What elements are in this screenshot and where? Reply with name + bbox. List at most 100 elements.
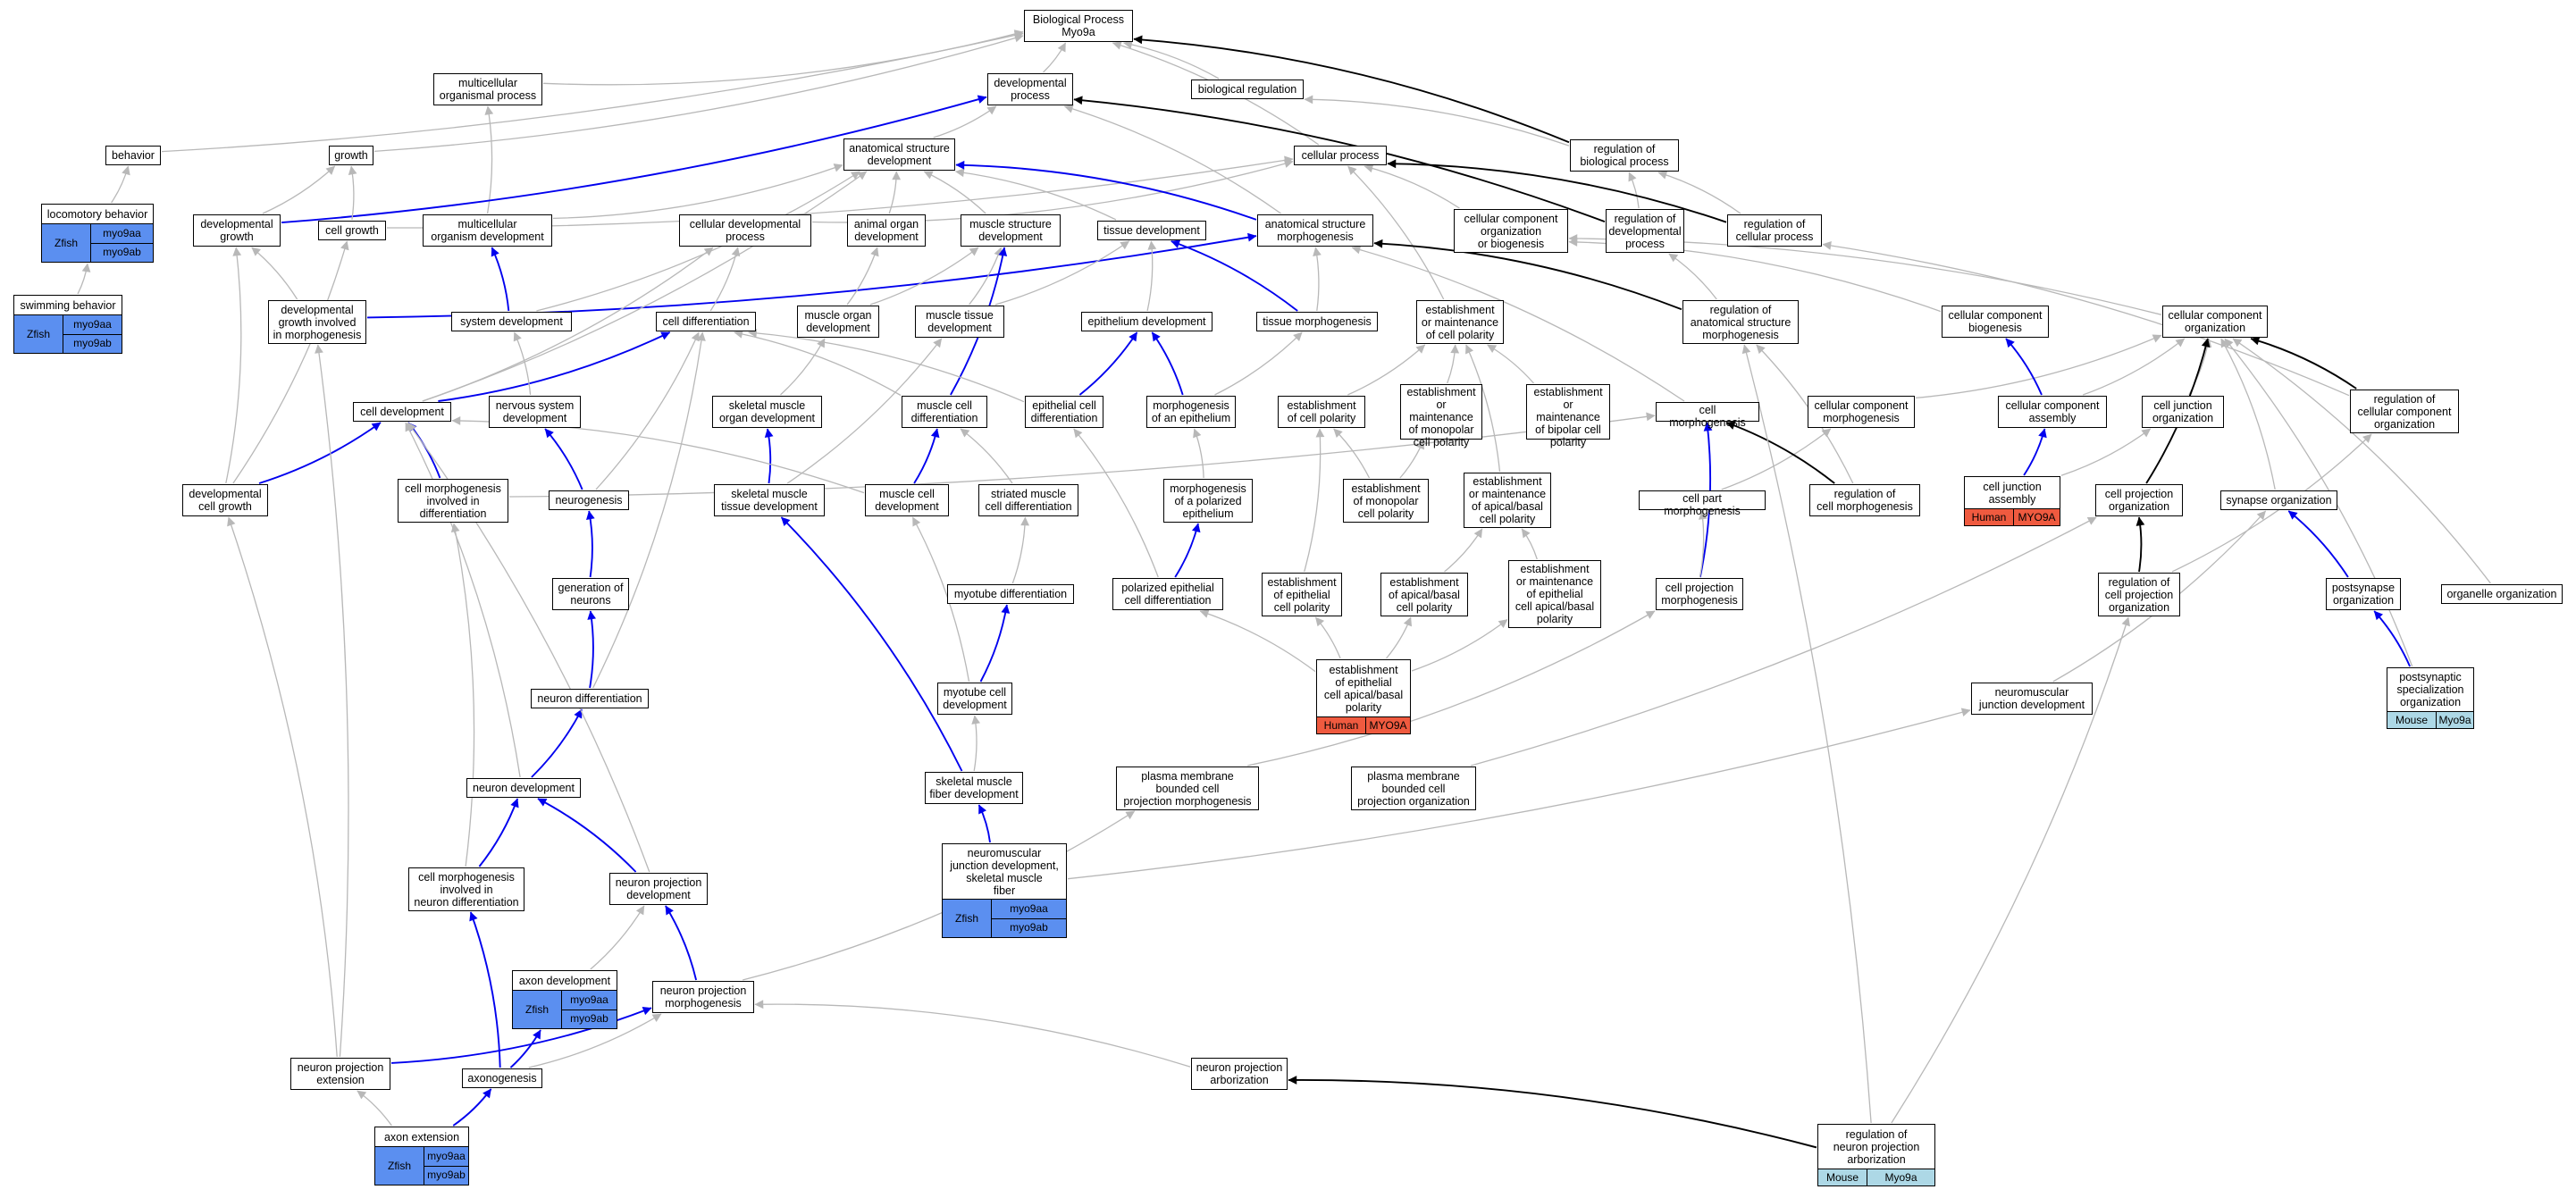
edge-is-a <box>748 328 1025 403</box>
go-term-cj-org: cell junction organization <box>2142 396 2224 428</box>
edge-is-a <box>262 165 336 214</box>
edge-is-a <box>373 33 1024 153</box>
edge-is-a <box>451 416 865 494</box>
go-term-label: cellular component assembly <box>2005 399 2100 424</box>
edge-is-a <box>450 523 475 867</box>
go-term-muscle-cell-dev: muscle cell development <box>865 484 949 516</box>
go-term-label: cell differentiation <box>662 315 750 328</box>
edge-is-a <box>2220 338 2276 490</box>
go-term-pmbcp-org: plasma membrane bounded cell projection … <box>1351 767 1476 810</box>
edge-is-a <box>513 331 532 396</box>
edge-is-a <box>1699 510 1708 578</box>
go-term-np-ext: neuron projection extension <box>290 1058 390 1090</box>
go-term-muscle-organ: muscle organ development <box>797 306 879 338</box>
edge-positive-regulation <box>407 422 441 479</box>
go-term-label: cellular component organization or bioge… <box>1464 212 1558 250</box>
edge-is-a <box>1347 344 1426 396</box>
go-term-asd: anatomical structure development <box>843 138 955 171</box>
go-term-label: cellular process <box>1301 149 1380 162</box>
go-term-label: myotube differentiation <box>953 588 1068 600</box>
go-term-np-dev: neuron projection development <box>609 873 708 905</box>
go-term-reg-cell-morph: regulation of cell morphogenesis <box>1809 484 1920 516</box>
edge-is-a <box>1347 165 1445 300</box>
go-term-label: neuromuscular junction development, skel… <box>950 846 1059 897</box>
go-term-sys-dev: system development <box>451 312 572 331</box>
edge-is-a <box>2082 338 2186 396</box>
go-term-label: cellular developmental process <box>689 218 801 243</box>
go-term-skel-organ: skeletal muscle organ development <box>712 396 822 428</box>
go-term-label: regulation of cellular component organiz… <box>2357 392 2452 431</box>
edge-is-a <box>1333 428 1371 479</box>
edge-is-a <box>77 263 91 295</box>
go-term-label: multicellular organismal process <box>439 77 537 102</box>
go-term-label: regulation of cellular process <box>1735 218 1814 243</box>
go-term-label: plasma membrane bounded cell projection … <box>1357 769 1470 808</box>
edge-is-a <box>1721 428 1832 490</box>
go-term-label: muscle cell differentiation <box>910 399 978 424</box>
go-term-label: establishment or maintenance of bipolar … <box>1533 386 1603 448</box>
go-term-cell-diff: cell differentiation <box>656 312 756 331</box>
go-term-label: locomotory behavior <box>46 207 148 221</box>
go-term-label: cellular component organization <box>2168 309 2262 334</box>
gene-cell: Myo9a <box>1884 1170 1917 1184</box>
go-term-label: establishment or maintenance of epitheli… <box>1515 563 1595 625</box>
edge-is-a <box>232 240 349 484</box>
go-term-label: regulation of neuron projection arboriza… <box>1833 1127 1920 1166</box>
edge-is-a <box>1471 516 2097 767</box>
go-term-neuron-diff: neuron differentiation <box>531 689 649 708</box>
go-term-tissue-morph: tissue morphogenesis <box>1256 312 1378 331</box>
go-term-cell-growth: cell growth <box>318 221 386 240</box>
go-term-pol-epi-diff: polarized epithelial cell differentiatio… <box>1112 578 1223 610</box>
go-term-label: growth <box>334 149 368 162</box>
gene-cell: myo9aa <box>73 317 112 331</box>
edge-is-a <box>508 412 1656 498</box>
go-term-gen-neurons: generation of neurons <box>552 578 629 610</box>
edge-is-a <box>1657 171 1741 214</box>
edge-is-a <box>846 247 879 306</box>
edge-is-a <box>161 30 1024 153</box>
go-term-skel-fiber: skeletal muscle fiber development <box>925 772 1023 804</box>
go-term-label: axon extension <box>383 1130 460 1144</box>
go-term-label: generation of neurons <box>558 582 624 607</box>
gene-cell: Myo9a <box>2438 713 2471 726</box>
edge-positive-regulation <box>544 428 583 490</box>
go-term-em-epi-ab: establishment or maintenance of epitheli… <box>1508 560 1601 628</box>
edge-is-a <box>1304 95 1570 147</box>
go-term-label: skeletal muscle fiber development <box>929 775 1019 800</box>
go-term-bio-reg: biological regulation <box>1191 80 1304 99</box>
edge-positive-regulation <box>587 610 597 689</box>
go-term-cc-assembly: cellular component assembly <box>1998 396 2107 428</box>
go-term-label: neuron development <box>473 782 575 794</box>
go-term-label: neuron projection development <box>615 876 702 901</box>
go-term-postsyn: postsynapse organization <box>2326 578 2401 610</box>
go-term-reg-bp: regulation of biological process <box>1570 139 1679 172</box>
gene-cell: myo9aa <box>103 226 141 239</box>
edge-is-a <box>1465 344 1501 473</box>
go-term-reg-np-arbor: regulation of neuron projection arboriza… <box>1817 1124 1935 1186</box>
go-term-nerv-sys: nervous system development <box>489 396 581 428</box>
edge-is-a <box>2060 428 2152 476</box>
species-cell: Zfish <box>943 900 992 937</box>
edge-positive-regulation <box>2005 338 2043 396</box>
go-term-label: neurogenesis <box>555 494 623 507</box>
go-term-label: muscle structure development <box>969 218 1052 243</box>
go-term-nmj-dev: neuromuscular junction development <box>1971 683 2093 715</box>
edge-positive-regulation <box>2287 510 2349 578</box>
go-term-cell-proc: cellular process <box>1294 146 1387 165</box>
edge-positive-regulation <box>1151 331 1184 396</box>
go-term-tissue-dev: tissue development <box>1097 221 1206 240</box>
go-term-label: developmental process <box>994 77 1067 102</box>
go-term-reg-cp-org: regulation of cell projection organizati… <box>2098 573 2180 616</box>
go-term-label: cell growth <box>325 224 379 237</box>
go-term-label: muscle cell development <box>875 488 939 513</box>
species-cell: Mouse <box>2387 712 2437 728</box>
go-term-ccob: cellular component organization or bioge… <box>1454 209 1568 253</box>
species-cell: Zfish <box>513 991 562 1028</box>
go-term-label: postsynaptic specialization organization <box>2396 671 2464 708</box>
